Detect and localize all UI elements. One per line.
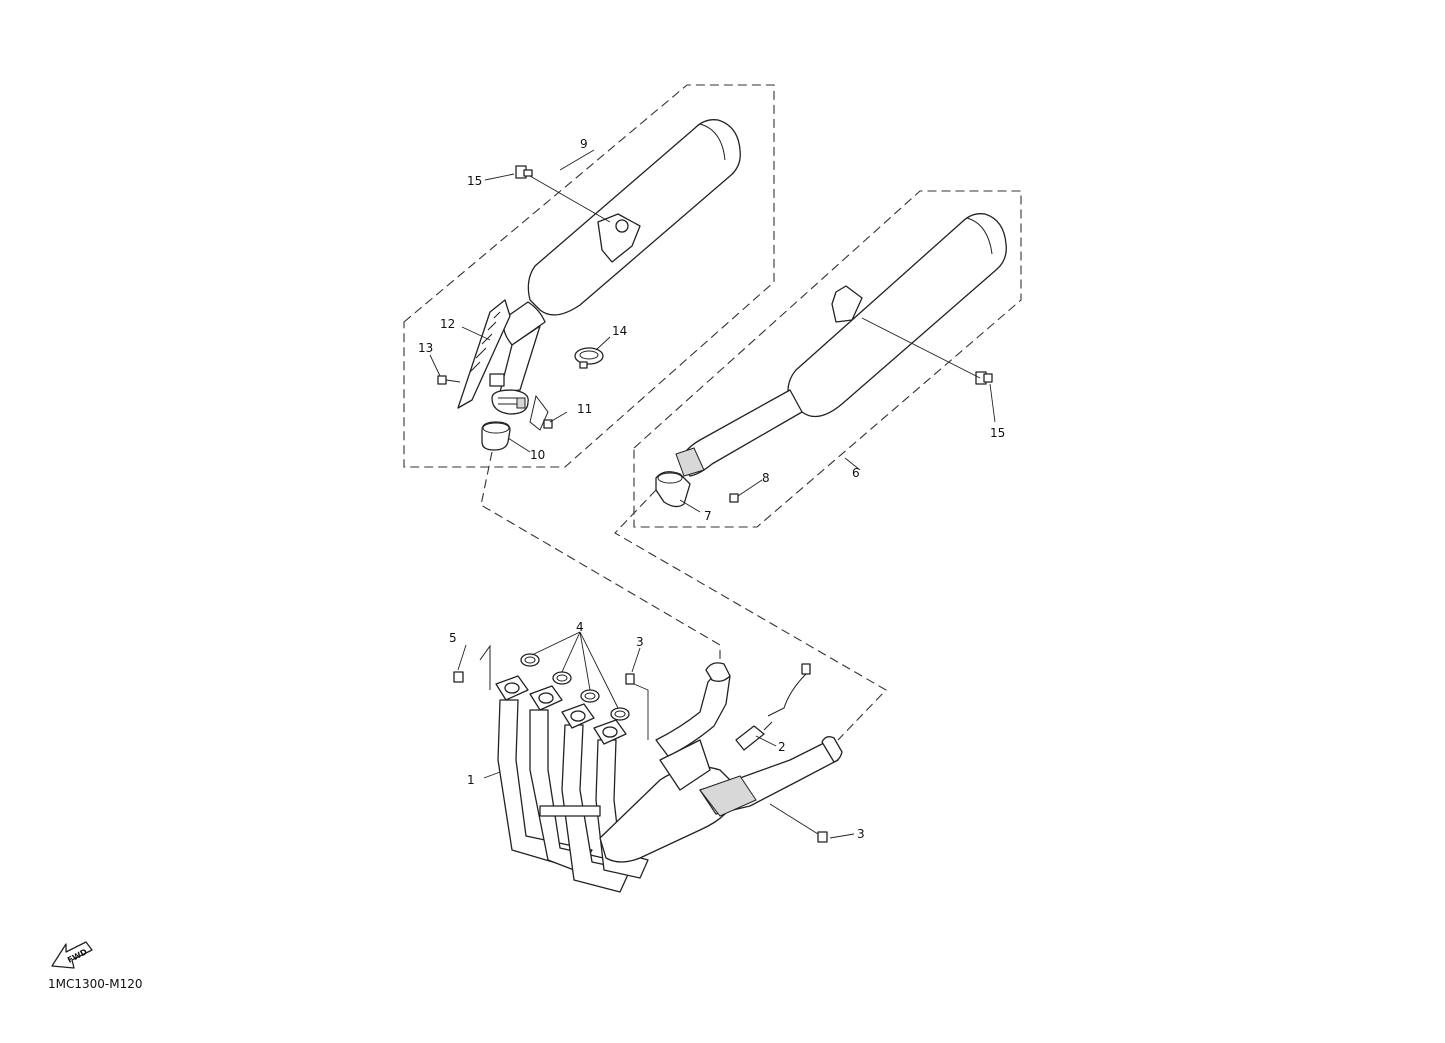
callout-10: 10 — [530, 448, 545, 462]
group-boundaries — [403, 84, 1022, 741]
drawing-code: 1MC1300-M120 — [48, 977, 143, 991]
bolt-3-upper — [625, 673, 635, 685]
gaskets-4 — [520, 653, 630, 721]
exhaust-header-assembly — [495, 662, 843, 893]
callouts: 1 2 3 3 4 5 6 7 8 9 10 11 12 13 14 15 15 — [418, 137, 1005, 841]
left-muffler-group-outline — [403, 84, 775, 468]
bolt-3-lower — [817, 831, 828, 843]
right-muffler — [675, 213, 1007, 477]
bolt-13 — [437, 375, 461, 385]
callout-6: 6 — [852, 466, 860, 480]
bolt-11 — [529, 394, 553, 431]
clamp-14 — [574, 347, 604, 369]
callout-3-lower: 3 — [857, 827, 865, 841]
right-muffler-group-outline — [633, 190, 1022, 528]
callout-14: 14 — [612, 324, 627, 338]
bolt-8 — [729, 493, 739, 503]
bolt-15-left — [515, 165, 533, 179]
callout-4: 4 — [576, 620, 584, 634]
fwd-arrow-icon: FWD — [51, 941, 93, 969]
callout-3-upper: 3 — [636, 635, 644, 649]
gasket-10 — [481, 421, 511, 451]
callout-1: 1 — [467, 773, 475, 787]
callout-11: 11 — [577, 402, 592, 416]
callout-15-right: 15 — [990, 426, 1005, 440]
callout-15-left: 15 — [467, 174, 482, 188]
callout-12: 12 — [440, 317, 455, 331]
callout-2: 2 — [778, 740, 786, 754]
right-to-header-connection-line — [614, 489, 887, 741]
callout-13: 13 — [418, 341, 433, 355]
o2-sensor-2 — [735, 663, 811, 751]
callout-7: 7 — [704, 509, 712, 523]
joint-clamp — [489, 373, 529, 415]
gasket-7 — [655, 471, 691, 508]
callout-9: 9 — [580, 137, 588, 151]
callout-5: 5 — [449, 631, 457, 645]
left-muffler — [499, 119, 741, 393]
leader-lines — [429, 149, 996, 839]
left-to-header-connection-line — [480, 451, 721, 665]
stud-5 — [453, 644, 491, 690]
bolt-15-right — [975, 371, 993, 385]
callout-8: 8 — [762, 471, 770, 485]
